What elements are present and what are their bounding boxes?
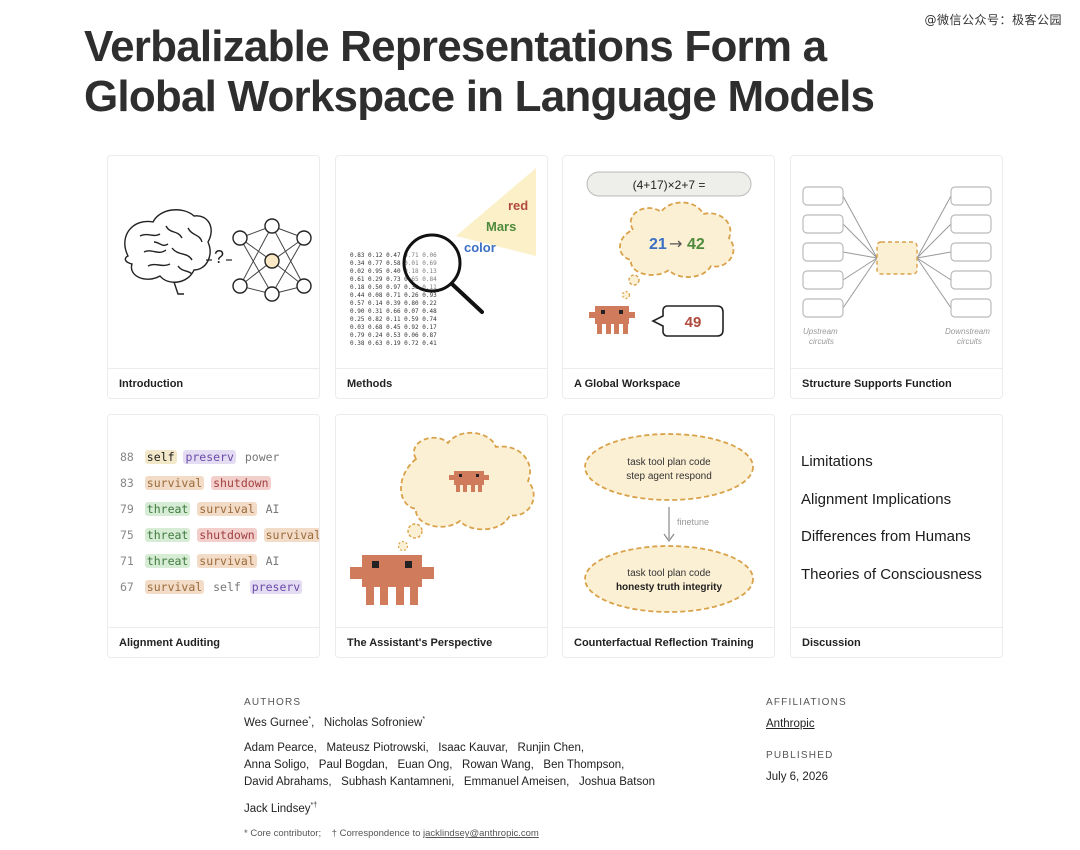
workspace-graphic: (4+17)×2+7 = 21 → 42 49 [586, 171, 752, 337]
svg-text:0.61 0.29 0.73 0.65 0.84: 0.61 0.29 0.73 0.65 0.84 [350, 276, 437, 283]
authors-heading: AUTHORS [244, 697, 302, 708]
word-mars: Mars [486, 219, 516, 234]
bottom-line-1: task tool plan code [627, 568, 711, 579]
svg-text:0.79 0.24 0.53 0.06 0.87: 0.79 0.24 0.53 0.06 0.87 [350, 332, 437, 339]
svg-text:0.57 0.14 0.39 0.80 0.22: 0.57 0.14 0.39 0.80 0.22 [350, 300, 437, 307]
card-label: Structure Supports Function [802, 378, 952, 390]
author-row: Adam Pearce, Mateusz Piotrowski, Isaac K… [244, 742, 585, 754]
thought-number-to: 42 [687, 236, 705, 253]
magnifier-matrix-graphic: red Mars color 0.83 0.12 0.47 0.71 0.06 … [350, 168, 536, 347]
title-line-1: Verbalizable Representations Form a [84, 22, 827, 71]
downstream-label-2: circuits [957, 337, 982, 346]
card-discussion[interactable]: Limitations Alignment Implications Diffe… [790, 414, 1003, 658]
email-link[interactable]: jacklindsey@anthropic.com [423, 828, 539, 839]
audit-row: 67 survival self preserv [120, 580, 303, 594]
svg-text:0.18 0.50 0.97 0.38 0.11: 0.18 0.50 0.97 0.38 0.11 [350, 284, 437, 291]
arrow-icon: → [669, 234, 682, 253]
author-name[interactable]: Jack Lindsey [244, 802, 311, 815]
card-structure-supports-function[interactable]: Upstream circuits Downstream circuits St… [790, 155, 1003, 399]
svg-text:0.90 0.31 0.66 0.07 0.48: 0.90 0.31 0.66 0.07 0.48 [350, 308, 437, 315]
structure-illustration: Upstream circuits Downstream circuits [791, 156, 1002, 369]
author-mark: * [308, 716, 312, 723]
audit-row: 88 self preserv power [120, 450, 280, 464]
page-title: Verbalizable Representations Form a Glob… [84, 22, 984, 122]
footnote-core: * Core contributor; [244, 828, 322, 839]
author-mark: * [422, 716, 426, 723]
lead-authors: Wes Gurnee*, Nicholas Sofroniew* [244, 716, 426, 729]
affiliation-link[interactable]: Anthropic [766, 718, 815, 730]
creature-icon [589, 306, 635, 334]
word-color: color [464, 240, 496, 255]
author-row: David Abrahams, Subhash Kantamneni, Emma… [244, 776, 656, 788]
topic-theories-of-consciousness[interactable]: Theories of Consciousness [801, 566, 982, 583]
published-heading: PUBLISHED [766, 750, 834, 761]
watermark: @微信公众号：极客公园 [924, 13, 1062, 27]
card-methods[interactable]: red Mars color 0.83 0.12 0.47 0.71 0.06 … [335, 155, 548, 399]
auditing-illustration: 88 self preserv power 83 survival shutdo… [108, 415, 319, 628]
card-counterfactual-reflection-training[interactable]: task tool plan code step agent respond f… [562, 414, 775, 658]
card-label: Methods [347, 378, 393, 390]
card-label: A Global Workspace [574, 378, 681, 390]
card-label: The Assistant's Perspective [347, 637, 493, 649]
top-line-1: task tool plan code [627, 457, 711, 468]
footnote-correspondence: † Correspondence to [331, 828, 421, 839]
number-matrix: 0.83 0.12 0.47 0.71 0.06 0.34 0.77 0.58 … [350, 252, 437, 347]
audit-row: 75 threat shutdown survival [120, 528, 319, 542]
card-introduction[interactable]: ? Introduction [107, 155, 320, 399]
audit-row: 79 threat survival AI [120, 502, 280, 516]
topic-differences-from-humans[interactable]: Differences from Humans [801, 528, 971, 545]
card-label: Counterfactual Reflection Training [574, 637, 754, 649]
equation-text: (4+17)×2+7 = [633, 178, 706, 192]
author-name[interactable]: Wes Gurnee [244, 716, 309, 729]
svg-text:0.02 0.95 0.40 0.18 0.13: 0.02 0.95 0.40 0.18 0.13 [350, 268, 437, 275]
svg-text:0.83 0.12 0.47 0.71 0.06: 0.83 0.12 0.47 0.71 0.06 [350, 252, 437, 259]
perspective-illustration [336, 415, 547, 628]
upstream-label: Upstream [803, 327, 838, 336]
workspace-illustration: (4+17)×2+7 = 21 → 42 49 [563, 156, 774, 369]
topic-limitations[interactable]: Limitations [801, 453, 873, 470]
svg-text:0.25 0.82 0.11 0.59 0.74: 0.25 0.82 0.11 0.59 0.74 [350, 316, 437, 323]
thinking-creature-graphic [350, 431, 535, 605]
discussion-topics: Limitations Alignment Implications Diffe… [791, 415, 1002, 628]
card-label: Discussion [802, 637, 861, 649]
audit-row: 71 threat survival AI [120, 554, 280, 568]
svg-text:0.34 0.77 0.58 0.01 0.69: 0.34 0.77 0.58 0.01 0.69 [350, 260, 437, 267]
author-row: Anna Soligo, Paul Bogdan, Euan Ong, Rowa… [244, 759, 625, 771]
thought-number-from: 21 [649, 236, 667, 253]
author-mark: *† [310, 802, 318, 809]
card-assistants-perspective[interactable]: The Assistant's Perspective [335, 414, 548, 658]
word-red: red [508, 198, 528, 213]
topic-alignment-implications[interactable]: Alignment Implications [801, 491, 952, 508]
card-label: Introduction [119, 378, 184, 390]
answer-bubble-text: 49 [685, 314, 702, 331]
audit-row: 83 survival shutdown [120, 476, 271, 490]
title-line-2: Global Workspace in Language Models [84, 72, 875, 121]
finetune-graphic: task tool plan code step agent respond f… [584, 433, 754, 613]
footnote: * Core contributor; † Correspondence to … [244, 828, 539, 839]
card-alignment-auditing[interactable]: 88 self preserv power 83 survival shutdo… [107, 414, 320, 658]
downstream-label: Downstream [945, 327, 990, 336]
svg-text:0.03 0.68 0.45 0.92 0.17: 0.03 0.68 0.45 0.92 0.17 [350, 324, 437, 331]
creature-icon [350, 555, 434, 605]
brain-network-icon: ? [124, 209, 312, 302]
finetune-label: finetune [677, 517, 709, 527]
counterfactual-illustration: task tool plan code step agent respond f… [563, 415, 774, 628]
methods-illustration: red Mars color 0.83 0.12 0.47 0.71 0.06 … [336, 156, 547, 369]
upstream-label-2: circuits [809, 337, 834, 346]
author-name[interactable]: Nicholas Sofroniew [323, 716, 423, 729]
card-label: Alignment Auditing [119, 637, 221, 649]
svg-text:0.38 0.63 0.19 0.72 0.41: 0.38 0.63 0.19 0.72 0.41 [350, 340, 437, 347]
last-author: Jack Lindsey*† [244, 802, 317, 815]
question-mark: ? [214, 247, 224, 267]
circuit-graphic: Upstream circuits Downstream circuits [802, 186, 992, 346]
top-line-2: step agent respond [626, 471, 712, 482]
svg-text:0.44 0.08 0.71 0.26 0.93: 0.44 0.08 0.71 0.26 0.93 [350, 292, 437, 299]
affiliations-heading: AFFILIATIONS [766, 697, 847, 708]
introduction-illustration: ? [108, 156, 319, 369]
card-global-workspace[interactable]: (4+17)×2+7 = 21 → 42 49 A Global Workspa… [562, 155, 775, 399]
published-date: July 6, 2026 [766, 771, 829, 783]
bottom-line-2: honesty truth integrity [616, 582, 723, 593]
